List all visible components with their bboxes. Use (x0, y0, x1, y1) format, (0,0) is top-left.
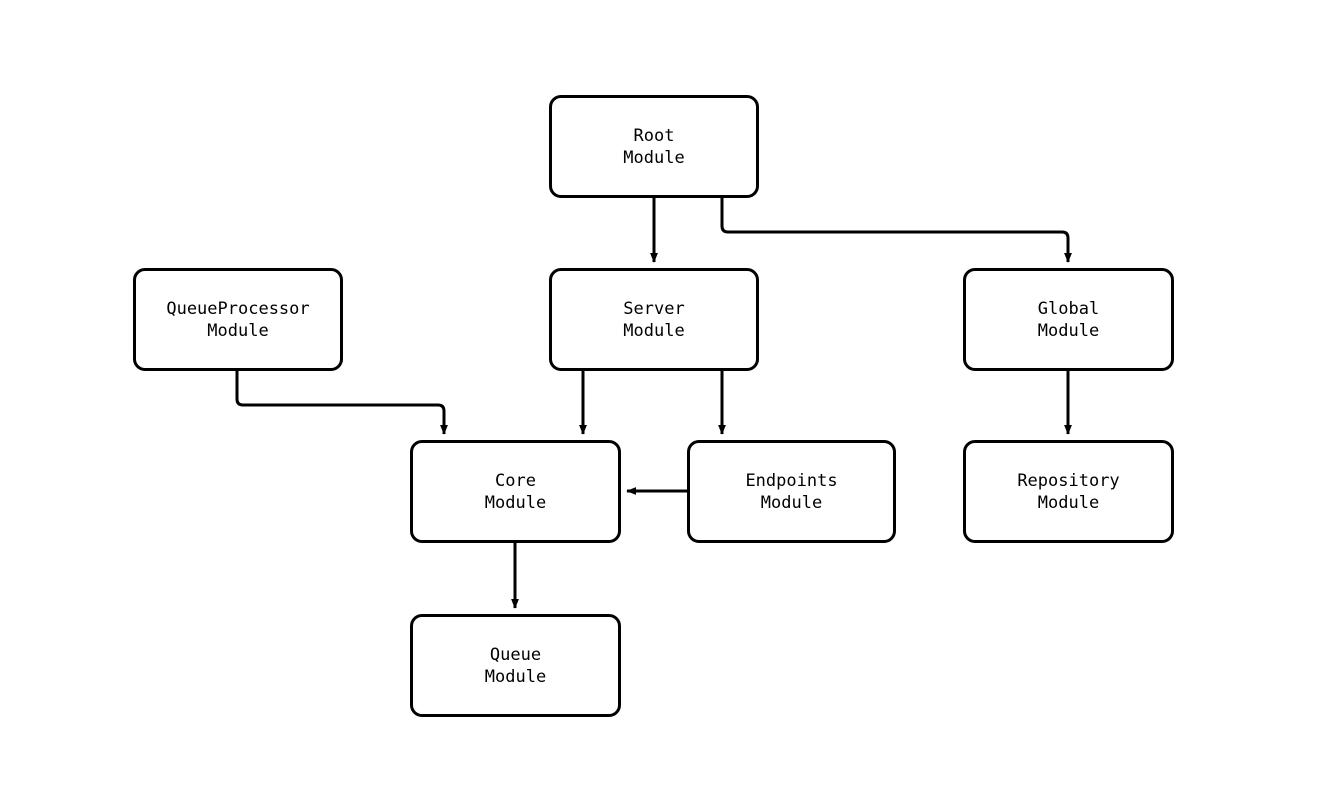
node-repository-title: Repository (1017, 470, 1120, 491)
node-core-subtitle: Module (484, 492, 547, 513)
node-server-title: Server (623, 298, 685, 319)
node-root-subtitle: Module (623, 147, 685, 168)
edge-root-to-global (720, 198, 1072, 263)
node-server-subtitle: Module (623, 320, 685, 341)
node-global-subtitle: Module (1037, 320, 1100, 341)
node-root-title: Root (633, 125, 675, 146)
node-endpoints-title: Endpoints (745, 470, 838, 491)
node-queue-subtitle: Module (484, 666, 547, 687)
node-endpoints-subtitle: Module (760, 492, 823, 513)
node-global-title: Global (1037, 298, 1100, 319)
edge-queueprocessor-to-core (235, 371, 448, 435)
node-queueprocessor-subtitle: Module (207, 320, 269, 341)
node-queue-title: Queue (489, 644, 542, 665)
node-core-title: Core (495, 470, 536, 491)
node-queueprocessor-title: QueueProcessor (166, 298, 310, 319)
node-repository-subtitle: Module (1037, 492, 1100, 513)
